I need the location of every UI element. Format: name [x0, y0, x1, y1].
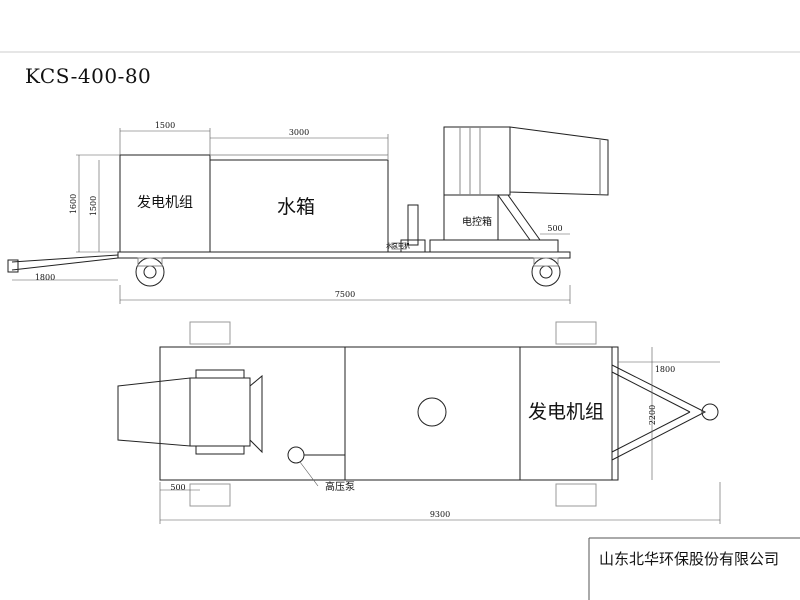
company-name: 山东北华环保股份有限公司	[599, 550, 780, 568]
dim-1600: 1600	[69, 194, 78, 214]
water-tank-label: 水箱	[277, 196, 315, 218]
dim-500-right: 500	[547, 224, 562, 233]
generator-block-top	[519, 346, 613, 481]
generator-label-top: 发电机组	[528, 401, 604, 423]
dim-1800-hitch: 1800	[35, 273, 55, 282]
dim-2200: 2200	[648, 405, 657, 425]
dim-500-bottom: 500	[170, 483, 185, 492]
dim-1500-left: 1500	[89, 196, 98, 216]
dim-3000: 3000	[289, 128, 309, 137]
control-box-label: 电控箱	[462, 215, 492, 228]
dim-7500: 7500	[335, 290, 355, 299]
small-tag-label: 水泵电机	[386, 242, 410, 250]
dim-9300: 9300	[430, 510, 450, 519]
chassis-top	[159, 346, 619, 481]
model-title: KCS-400-80	[25, 64, 152, 88]
dim-1800-top: 1800	[655, 365, 675, 374]
dim-1500-top: 1500	[155, 121, 175, 130]
chassis-side	[117, 251, 571, 259]
pump-label: 高压泵	[325, 480, 355, 493]
generator-label-side: 发电机组	[137, 195, 193, 211]
